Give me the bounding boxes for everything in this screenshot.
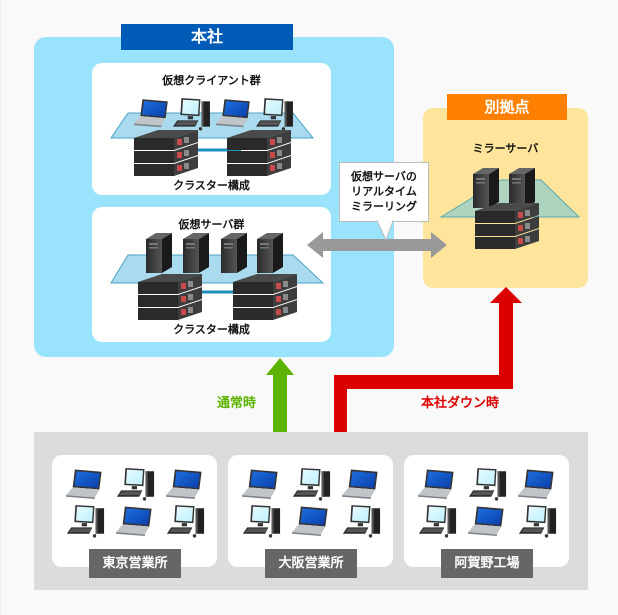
desktop-icon [66, 505, 105, 538]
normal-route-label: 通常時 [217, 396, 257, 411]
desktop-icon [292, 468, 331, 501]
laptop-icon [166, 469, 202, 499]
tower-server-icon [257, 233, 283, 273]
laptop-icon [242, 469, 278, 499]
rack-server-icon [138, 274, 202, 320]
server-cluster-caption: クラスター構成 [173, 323, 250, 336]
callout-line-1: 仮想サーバの [351, 170, 417, 183]
tower-server-icon [221, 233, 247, 273]
site-label-osaka: 大阪営業所 [265, 549, 357, 578]
mirror-server-title: ミラーサーバ [472, 142, 539, 155]
callout-line-3: ミラーリング [351, 200, 417, 213]
mirroring-callout: 仮想サーバの リアルタイム ミラーリング [339, 162, 429, 222]
laptop-icon [342, 469, 378, 499]
rack-server-icon [134, 130, 198, 176]
desktop-icon [342, 505, 381, 538]
branch-label: 別拠点 [447, 94, 567, 120]
desktop-icon [518, 505, 557, 538]
desktop-icon [468, 468, 507, 501]
headquarters-label: 本社 [121, 24, 293, 50]
laptop-icon [518, 469, 554, 499]
tower-server-icon [183, 233, 209, 273]
virtual-server-group-title: 仮想サーバ群 [178, 218, 245, 231]
desktop-icon [242, 505, 281, 538]
normal-route-arrow [266, 358, 294, 432]
laptop-icon [116, 506, 152, 536]
desktop-icon [166, 505, 205, 538]
rack-server-icon [227, 130, 291, 176]
rack-server-icon [475, 203, 539, 249]
laptop-icon [66, 469, 102, 499]
tower-server-icon [473, 168, 499, 208]
desktop-icon [418, 505, 457, 538]
virtual-client-group-title: 仮想クライアント群 [162, 74, 261, 87]
tower-server-icon [146, 233, 172, 273]
site-label-tokyo: 東京営業所 [89, 549, 181, 578]
mirror-sync-arrow [307, 232, 447, 258]
client-cluster-caption: クラスター構成 [173, 179, 250, 192]
callout-line-2: リアルタイム [351, 185, 417, 198]
laptop-icon [468, 506, 504, 536]
laptop-icon [418, 469, 454, 499]
failover-route-label: 本社ダウン時 [421, 396, 500, 411]
desktop-icon [116, 468, 155, 501]
rack-server-icon [233, 274, 297, 320]
failover-route-arrow [334, 287, 522, 432]
site-label-agano: 阿賀野工場 [441, 549, 533, 578]
tower-server-icon [509, 168, 535, 208]
laptop-icon [292, 506, 328, 536]
